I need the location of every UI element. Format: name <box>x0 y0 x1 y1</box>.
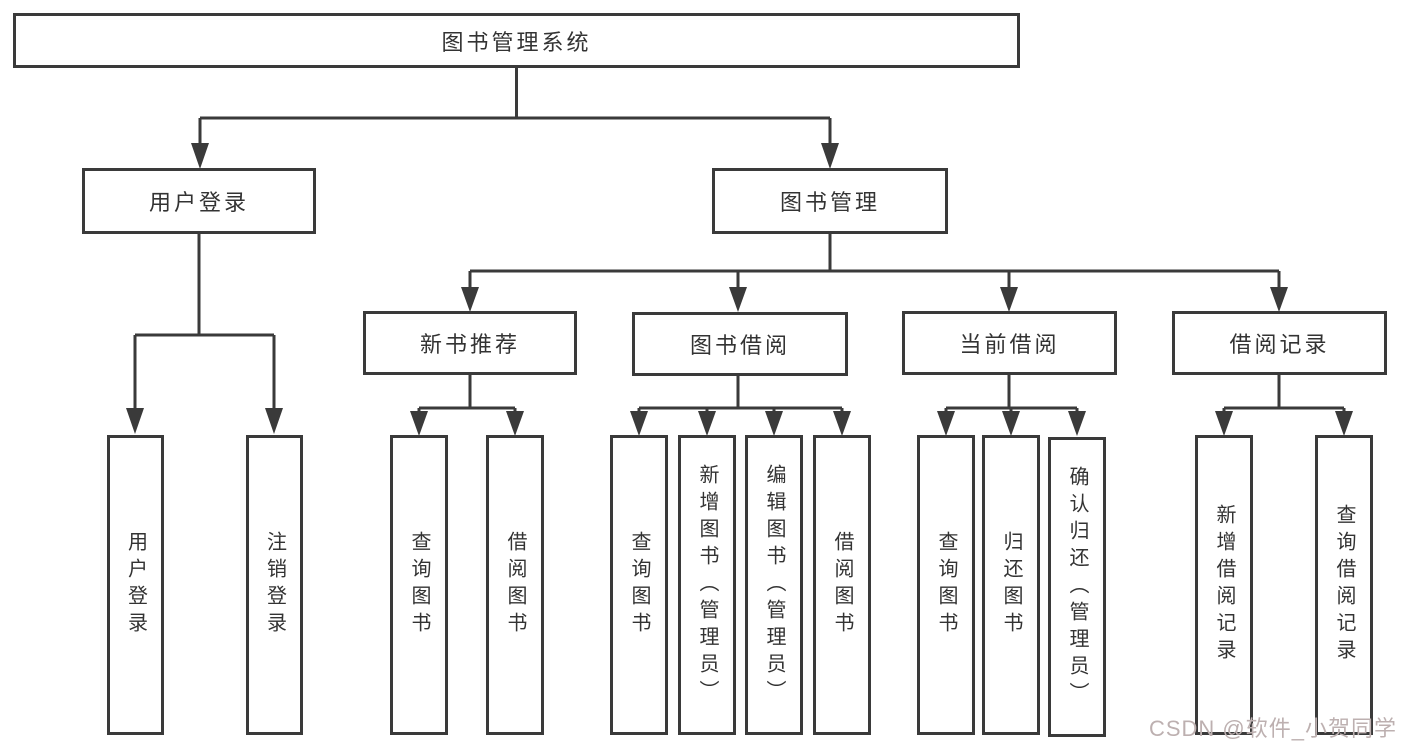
node-book-borrow: 图书借阅 <box>632 312 848 376</box>
leaf-query-books-3: 查询图书 <box>917 435 975 735</box>
leaf-label: 新增图书（管理员） <box>696 463 718 707</box>
leaf-label: 查询借阅记录 <box>1333 504 1355 666</box>
node-book-management: 图书管理 <box>712 168 948 234</box>
leaf-add-borrow-record: 新增借阅记录 <box>1195 435 1253 735</box>
leaf-label: 借阅图书 <box>831 531 853 639</box>
leaf-label: 借阅图书 <box>504 531 526 639</box>
leaf-label: 注销登录 <box>263 531 286 639</box>
leaf-query-borrow-record: 查询借阅记录 <box>1315 435 1373 735</box>
leaf-logout: 注销登录 <box>246 435 303 735</box>
leaf-user-login: 用户登录 <box>107 435 164 735</box>
leaf-label: 查询图书 <box>935 531 957 639</box>
leaf-label: 编辑图书（管理员） <box>763 463 785 707</box>
leaf-borrow-books-1: 借阅图书 <box>486 435 544 735</box>
leaf-add-books-admin: 新增图书（管理员） <box>678 435 736 735</box>
leaf-query-books-2: 查询图书 <box>610 435 668 735</box>
leaf-query-books-1: 查询图书 <box>390 435 448 735</box>
leaf-edit-books-admin: 编辑图书（管理员） <box>745 435 803 735</box>
leaf-label: 查询图书 <box>628 531 650 639</box>
node-current-borrow: 当前借阅 <box>902 311 1117 375</box>
leaf-label: 用户登录 <box>124 531 147 639</box>
node-user-login: 用户登录 <box>82 168 316 234</box>
leaf-borrow-books-2: 借阅图书 <box>813 435 871 735</box>
leaf-return-books: 归还图书 <box>982 435 1040 735</box>
leaf-confirm-return-admin: 确认归还（管理员） <box>1048 437 1106 737</box>
node-borrow-records: 借阅记录 <box>1172 311 1387 375</box>
leaf-label: 确认归还（管理员） <box>1066 465 1088 709</box>
node-new-book-recommend: 新书推荐 <box>363 311 577 375</box>
leaf-label: 归还图书 <box>1000 531 1022 639</box>
leaf-label: 新增借阅记录 <box>1213 504 1235 666</box>
node-root: 图书管理系统 <box>13 13 1020 68</box>
leaf-label: 查询图书 <box>408 531 430 639</box>
